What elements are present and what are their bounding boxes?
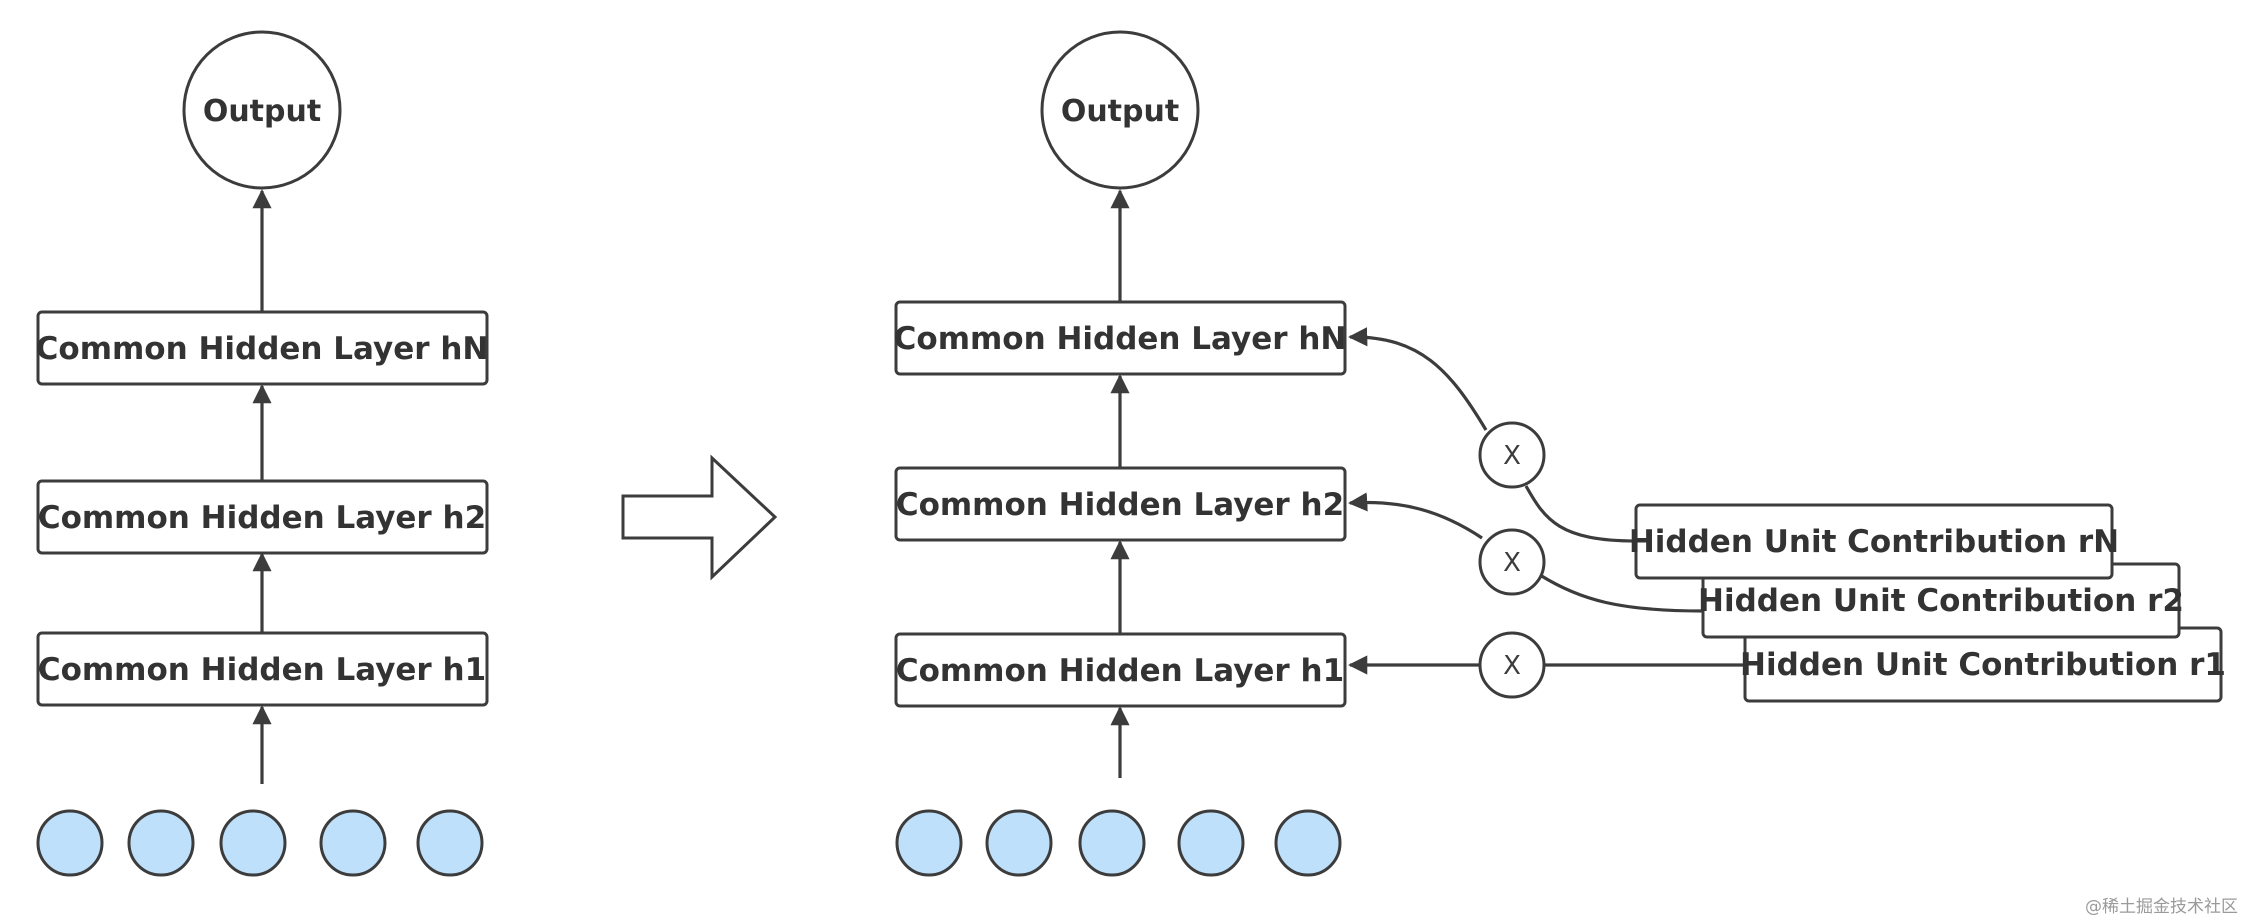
right-layer-h1: [894, 632, 1347, 708]
left-input-node: [127, 809, 195, 877]
contribution-rn-to-multiply: [1524, 485, 1637, 543]
transform-arrow-icon: [621, 454, 778, 581]
multiply-node-h2: [1478, 528, 1546, 596]
multiply-to-layer-h2: [1348, 492, 1483, 540]
watermark: @稀土掘金技术社区: [2085, 897, 2238, 917]
left-output-node: [182, 30, 342, 190]
left-input-node: [219, 809, 287, 877]
contribution-rn-box: [1634, 503, 2114, 580]
left-input-node: [36, 809, 104, 877]
right-input-node: [1274, 809, 1342, 877]
right-input-node: [1078, 809, 1146, 877]
right-layer-hn-label: Common Hidden Layer hN: [894, 321, 1347, 357]
left-layer-hn-label: Common Hidden Layer hN: [36, 331, 489, 367]
left-layer-h1-label: Common Hidden Layer h1: [38, 652, 486, 688]
left-network: Output Common Hidden Layer hN Common Hid…: [36, 30, 489, 877]
left-layer-hn: [36, 310, 489, 386]
left-layer-h2-label: Common Hidden Layer h2: [38, 500, 486, 536]
multiply-node-hn-label: X: [1503, 441, 1521, 471]
right-layer-hn: [894, 300, 1347, 376]
right-layer-h2: [894, 466, 1347, 542]
contribution-r2-to-multiply: [1539, 573, 1704, 613]
contribution-r2-label: Hidden Unit Contribution r2: [1698, 583, 2184, 619]
left-layer-h2: [36, 479, 489, 555]
right-network: Output Common Hidden Layer hN Common Hid…: [894, 30, 2226, 877]
right-output-node: [1040, 30, 1200, 190]
contribution-rn-label: Hidden Unit Contribution rN: [1629, 524, 2119, 560]
multiply-node-h1: [1478, 631, 1546, 699]
right-input-node: [985, 809, 1053, 877]
contribution-r1-label: Hidden Unit Contribution r1: [1740, 647, 2226, 683]
left-output-label: Output: [203, 94, 321, 129]
right-layer-h1-label: Common Hidden Layer h1: [896, 653, 1344, 689]
left-layer-h1: [36, 631, 489, 707]
right-input-node: [1177, 809, 1245, 877]
multiply-node-h1-label: X: [1503, 651, 1521, 681]
right-output-label: Output: [1061, 94, 1179, 129]
right-input-node: [895, 809, 963, 877]
left-input-node: [319, 809, 387, 877]
multiply-node-h2-label: X: [1503, 548, 1521, 578]
multiply-to-layer-hn: [1348, 327, 1488, 431]
right-layer-h2-label: Common Hidden Layer h2: [896, 487, 1344, 523]
multiply-node-hn: [1478, 421, 1546, 489]
left-input-node: [416, 809, 484, 877]
